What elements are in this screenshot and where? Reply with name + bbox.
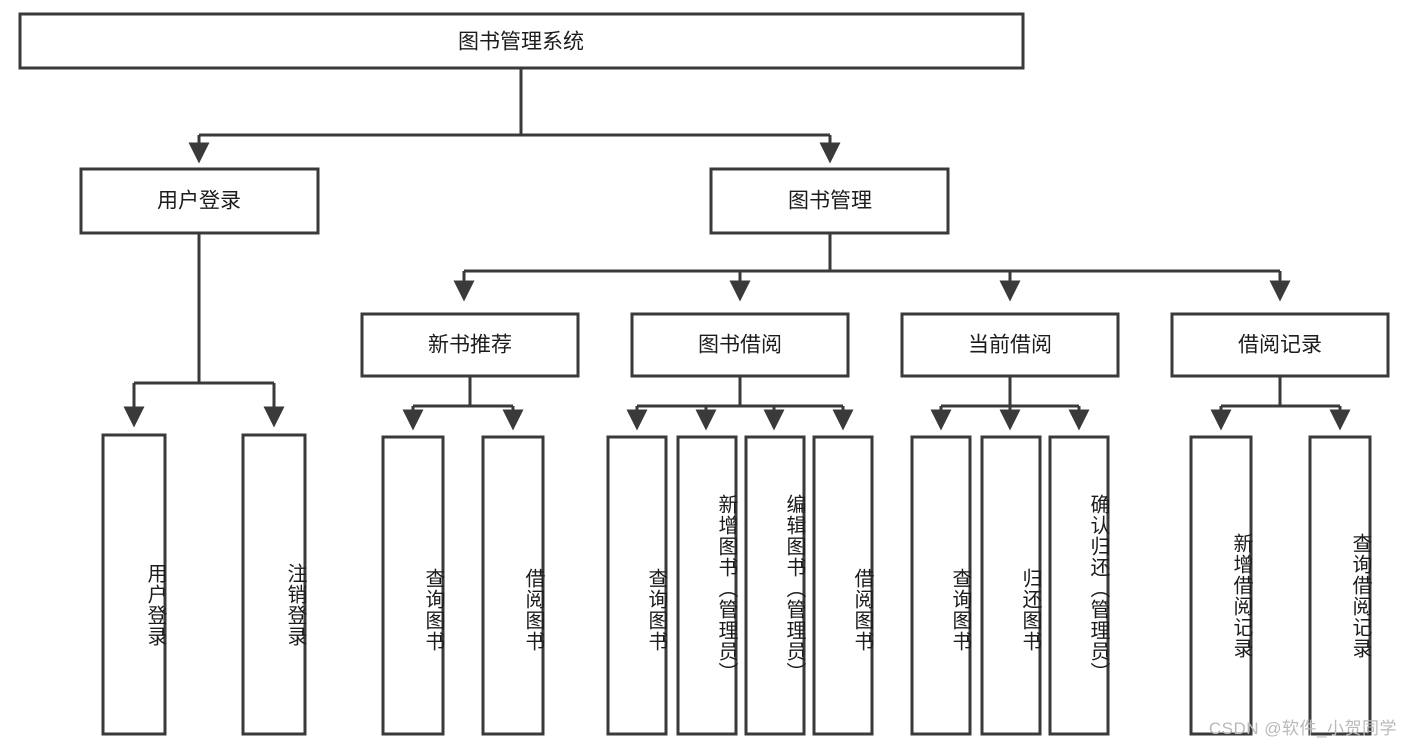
node-leaf-borrow-book-1-label: 借阅图书 [522,568,544,652]
node-book-borrow-label: 图书借阅 [698,334,782,357]
node-leaf-borrow-book-1-box[interactable] [481,435,545,736]
node-leaf-confirm-return-box[interactable] [1048,435,1110,736]
node-leaf-add-record-box[interactable] [1189,435,1253,736]
node-leaf-confirm-return-label: 确认归还（管理员） [1087,493,1109,683]
edges-root-to-level2 [188,68,841,164]
node-user-login-label: 用户登录 [157,190,241,213]
node-leaf-query-book-2-box[interactable] [606,435,668,736]
node-current-borrow-box[interactable] [900,312,1120,378]
node-user-login-box[interactable] [79,167,320,235]
node-new-book-rec-label: 新书推荐 [428,334,512,357]
node-leaf-user-login-box[interactable] [101,433,167,736]
node-root[interactable]: 图书管理系统 [18,12,1025,70]
node-leaf-add-record-label: 新增借阅记录 [1230,532,1252,659]
node-leaf-add-book[interactable]: 新增图书（管理员） [676,435,738,736]
node-leaf-query-record-label: 查询借阅记录 [1349,532,1371,659]
node-leaf-add-book-box[interactable] [676,435,738,736]
node-leaf-query-book-3-box[interactable] [910,435,972,736]
node-new-book-rec-box[interactable] [360,312,580,378]
node-leaf-query-book-2-label: 查询图书 [645,568,667,652]
node-borrow-record[interactable]: 借阅记录 [1170,312,1390,378]
node-leaf-logout-label: 注销登录 [284,563,306,647]
node-leaf-edit-book-box[interactable] [744,435,806,736]
node-leaf-query-book-3-label: 查询图书 [949,568,971,652]
edges-borrow-record-to-leaves [1210,376,1351,431]
node-leaf-query-book-2[interactable]: 查询图书 [606,435,668,736]
node-leaf-query-record[interactable]: 查询借阅记录 [1308,435,1372,736]
node-leaf-query-record-box[interactable] [1308,435,1372,736]
edges-book-borrow-to-leaves [626,376,854,431]
edges-current-borrow-to-leaves [930,376,1090,431]
node-book-borrow-box[interactable] [630,312,850,378]
edges-new-book-rec-to-leaves [402,376,524,431]
node-leaf-add-book-label: 新增图书（管理员） [715,493,737,683]
node-current-borrow[interactable]: 当前借阅 [900,312,1120,378]
edges-book-manage-to-level3 [453,233,1291,302]
node-leaf-borrow-book-2-label: 借阅图书 [851,568,873,652]
node-root-label: 图书管理系统 [458,31,584,54]
node-user-login[interactable]: 用户登录 [79,167,320,235]
node-new-book-rec[interactable]: 新书推荐 [360,312,580,378]
node-leaf-borrow-book-2[interactable]: 借阅图书 [812,435,874,736]
node-leaf-add-record[interactable]: 新增借阅记录 [1189,435,1253,736]
node-book-manage-box[interactable] [709,167,950,235]
node-leaf-return-book[interactable]: 归还图书 [980,435,1042,736]
node-book-manage-label: 图书管理 [788,190,872,213]
node-leaf-confirm-return[interactable]: 确认归还（管理员） [1048,435,1110,736]
node-book-manage[interactable]: 图书管理 [709,167,950,235]
node-leaf-query-book-1[interactable]: 查询图书 [381,435,445,736]
edges-user-login-to-leaves [123,233,285,428]
node-leaf-query-book-1-label: 查询图书 [422,568,444,652]
node-current-borrow-label: 当前借阅 [968,334,1052,357]
node-leaf-borrow-book-2-box[interactable] [812,435,874,736]
node-borrow-record-box[interactable] [1170,312,1390,378]
node-root-box[interactable] [18,12,1025,70]
node-leaf-query-book-3[interactable]: 查询图书 [910,435,972,736]
node-leaf-logout-box[interactable] [241,433,307,736]
node-leaf-return-book-box[interactable] [980,435,1042,736]
node-leaf-return-book-label: 归还图书 [1019,568,1041,652]
node-leaf-edit-book[interactable]: 编辑图书（管理员） [744,435,806,736]
node-borrow-record-label: 借阅记录 [1238,334,1322,357]
node-leaf-edit-book-label: 编辑图书（管理员） [783,493,805,683]
node-leaf-logout[interactable]: 注销登录 [241,433,307,736]
node-leaf-borrow-book-1[interactable]: 借阅图书 [481,435,545,736]
node-leaf-user-login-label: 用户登录 [144,563,166,647]
node-leaf-user-login[interactable]: 用户登录 [101,433,167,736]
node-leaf-query-book-1-box[interactable] [381,435,445,736]
node-book-borrow[interactable]: 图书借阅 [630,312,850,378]
